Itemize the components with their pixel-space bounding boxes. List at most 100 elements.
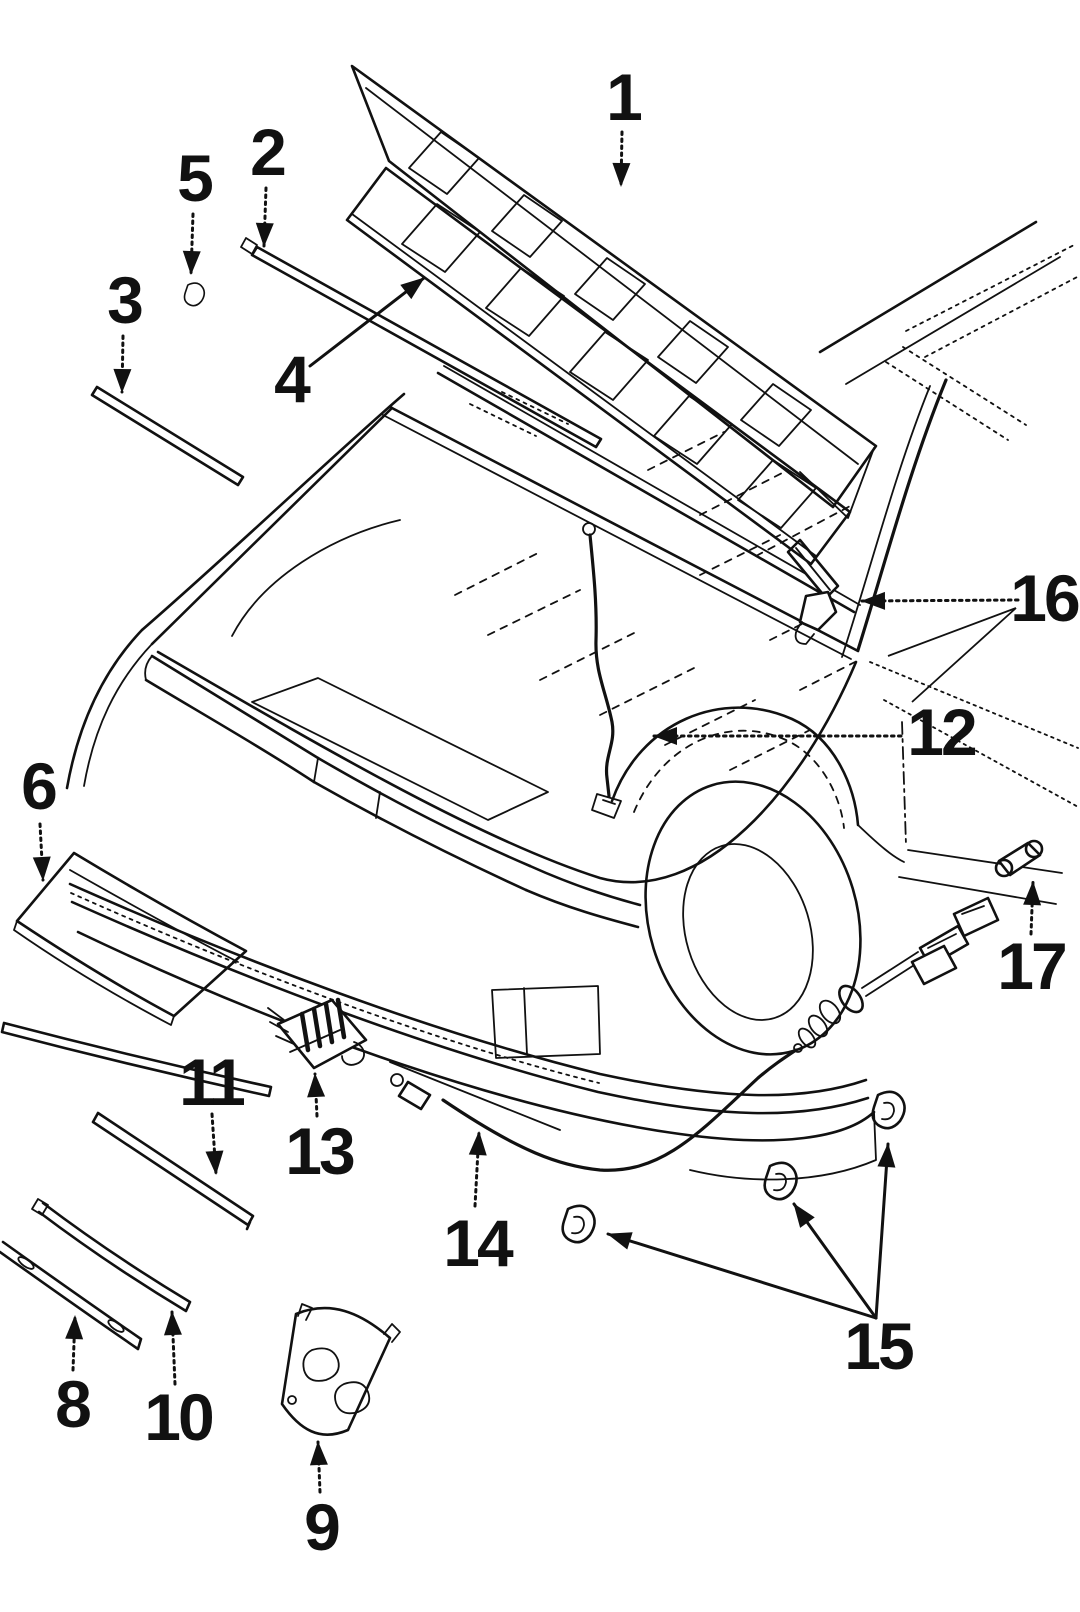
door-gap-line (901, 721, 907, 846)
hood-lock-assembly-13 (267, 997, 368, 1070)
release-handle (910, 896, 1000, 986)
hood-panel-outer (350, 64, 878, 509)
callout-8-label: 8 (55, 1367, 90, 1441)
fascia-lower-edge (76, 930, 876, 1142)
moulding-end-tab (240, 237, 258, 255)
strip-end-cap (31, 1198, 49, 1216)
callout-4-arrow (308, 276, 426, 368)
air-deflector-panel-6 (13, 851, 248, 1026)
callout-6-arrow (32, 822, 51, 882)
cable-clip (763, 1161, 798, 1201)
callout-8: 8 (55, 1314, 93, 1441)
callout-2-arrow (255, 186, 274, 248)
garnish-bottom (312, 780, 528, 892)
callout-6: 6 (21, 749, 59, 882)
roof-line (818, 220, 1038, 354)
arch-to-sill (857, 824, 905, 863)
callout-10-label: 10 (144, 1380, 212, 1454)
sealing-strip-8 (0, 1240, 143, 1351)
windshield-base-inner (443, 365, 861, 606)
cable-clip (561, 1204, 596, 1244)
strip-bar (91, 1111, 255, 1231)
callout-5-arrow (182, 212, 201, 276)
headlight-door-caps (144, 655, 319, 783)
callouts: 1 2 5 3 4 6 16 12 (21, 60, 1080, 1564)
rod (588, 533, 615, 798)
hinge-hook (794, 621, 815, 645)
callout-3-label: 3 (107, 263, 142, 337)
clip-body (183, 282, 206, 307)
right-door-top (528, 864, 642, 907)
release-lever-17 (994, 839, 1044, 878)
fender-front-inner (83, 643, 153, 787)
callout-15-arrow-2 (792, 1202, 878, 1320)
clip-5 (183, 282, 206, 307)
callout-4: 4 (274, 276, 426, 416)
hood-outer-outline (350, 64, 878, 509)
callout-11: 11 (179, 1045, 247, 1176)
hood-hinge (786, 538, 840, 645)
a-pillar-inner (841, 385, 931, 658)
hood-corner-tip (799, 447, 875, 519)
hood-release-cable-14 (390, 896, 1000, 1172)
bay-front-edge (156, 650, 858, 884)
cable-clip (871, 1090, 906, 1130)
roof-dotted-lines (905, 243, 1080, 358)
callout-17: 17 (997, 880, 1068, 1003)
callout-1: 1 (606, 60, 644, 188)
lock-spring (267, 1007, 295, 1045)
cable-eye-end (390, 1073, 404, 1087)
callout-13: 13 (285, 1072, 357, 1188)
callout-15-arrow-3 (874, 1142, 896, 1320)
callout-15-label: 15 (844, 1309, 913, 1383)
moulding-strip-lower (0, 1021, 273, 1098)
car-body (65, 220, 1080, 1181)
inner-fender-curve (231, 519, 401, 637)
callout-6-label: 6 (21, 749, 56, 823)
callout-16-label: 16 (1010, 561, 1079, 635)
bracket-outline (280, 1306, 392, 1436)
callout-9-arrow (309, 1440, 328, 1494)
callout-16-arrow (860, 591, 1020, 610)
callout-5: 5 (177, 141, 215, 276)
hood-inner-outline (345, 166, 852, 566)
hood-support-rod (582, 522, 622, 819)
callout-2: 2 (250, 115, 288, 248)
bumper-strip-bottom (70, 900, 870, 1115)
callout-10: 10 (144, 1310, 215, 1454)
sealing-strip-11 (91, 1111, 255, 1231)
cable-grommet-disc (838, 984, 864, 1014)
hinge-arm-line (795, 547, 831, 591)
callout-15: 15 (606, 1142, 916, 1383)
door-glass-dotted (885, 346, 1027, 441)
air-dam-edge (389, 1061, 561, 1131)
cowl-edge-inner (382, 414, 852, 660)
fender-front (65, 628, 144, 790)
wheel-arch (610, 706, 860, 827)
deflector-outline (15, 851, 248, 1018)
callout-1-label: 1 (606, 60, 641, 134)
callout-14: 14 (443, 1130, 517, 1280)
callout-14-arrow (468, 1130, 487, 1208)
cable-rod (861, 951, 923, 997)
sealing-strip-10 (31, 1198, 192, 1313)
callout-13-arrow (307, 1072, 326, 1118)
callout-14-label: 14 (443, 1206, 514, 1280)
lever-hole-left (994, 858, 1014, 878)
callout-11-arrow (205, 1112, 224, 1176)
callout-12: 12 (652, 695, 979, 769)
headlight-door-bottom (144, 678, 316, 784)
cable-grommet-boot (793, 999, 842, 1053)
callout-4-label: 4 (274, 342, 311, 416)
strip-bar (90, 385, 245, 487)
callout-9: 9 (304, 1440, 342, 1564)
callout-1-arrow (612, 130, 631, 188)
strip-bar (0, 1021, 273, 1098)
cable-run (441, 1048, 798, 1172)
rod-clamp (591, 793, 622, 819)
lock-plate-line (289, 1029, 341, 1053)
bracket-hole (287, 1395, 297, 1405)
moulding-strip-3 (90, 385, 245, 487)
strip-slot-1 (17, 1256, 35, 1270)
